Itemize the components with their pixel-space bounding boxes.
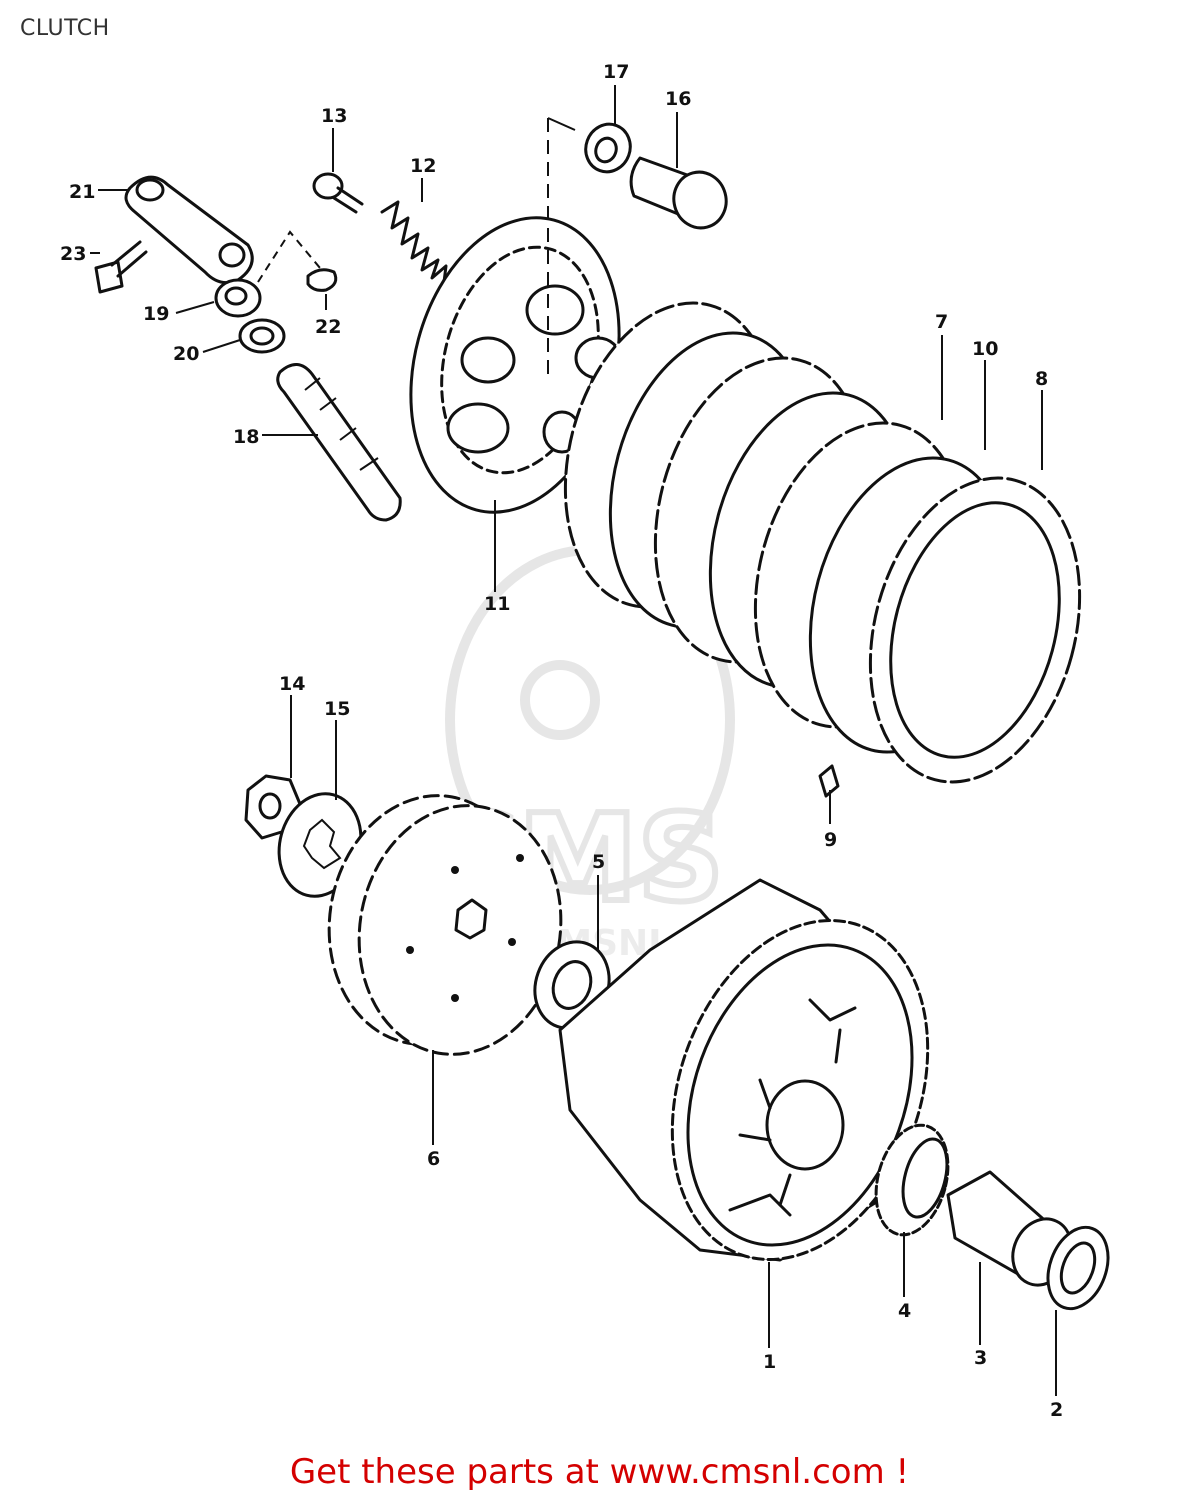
footer-link[interactable]: Get these parts at www.cmsnl.com ! (289, 1452, 910, 1492)
part-16-push-piece[interactable] (629, 156, 732, 234)
part-12-spring[interactable] (380, 200, 460, 284)
label-6: 6 (427, 1148, 440, 1170)
label-10: 10 (972, 338, 998, 360)
label-15: 15 (324, 698, 350, 720)
callout-labels: 17 16 13 12 21 23 22 19 20 18 11 7 10 8 … (60, 61, 1063, 1421)
label-2: 2 (1050, 1399, 1063, 1421)
part-21-release-lever[interactable] (124, 175, 254, 285)
label-11: 11 (484, 593, 510, 615)
label-20: 20 (173, 343, 199, 365)
label-8: 8 (1035, 368, 1048, 390)
part-20-oil-seal[interactable] (238, 318, 286, 354)
page-title: CLUTCH (20, 16, 110, 41)
part-18-release-screw[interactable] (276, 363, 402, 522)
leader-lines (90, 85, 1057, 1396)
label-21: 21 (69, 181, 95, 203)
label-3: 3 (974, 1347, 987, 1369)
part-4-drive-gear[interactable] (865, 1117, 960, 1243)
part-19-washer[interactable] (214, 278, 262, 318)
part-22-clip[interactable] (257, 230, 338, 292)
label-4: 4 (898, 1300, 911, 1322)
label-12: 12 (410, 155, 436, 177)
label-5: 5 (592, 851, 605, 873)
part-2-washer[interactable] (1037, 1219, 1118, 1317)
label-18: 18 (233, 426, 259, 448)
label-1: 1 (763, 1351, 776, 1373)
label-19: 19 (143, 303, 169, 325)
part-17-washer[interactable] (579, 118, 637, 178)
label-23: 23 (60, 243, 86, 265)
part-1-clutch-housing[interactable] (558, 878, 973, 1295)
label-16: 16 (665, 88, 691, 110)
part-13-bolt[interactable] (312, 172, 364, 214)
label-7: 7 (935, 311, 948, 333)
label-17: 17 (603, 61, 629, 83)
part-6-clutch-hub[interactable] (310, 780, 580, 1071)
parts-7-8-10-clutch-plates[interactable] (533, 279, 1111, 805)
label-22: 22 (315, 316, 341, 338)
label-9: 9 (824, 829, 837, 851)
label-14: 14 (279, 673, 305, 695)
part-23-bolt[interactable] (94, 240, 148, 294)
part-9-key[interactable] (818, 764, 840, 798)
label-13: 13 (321, 105, 347, 127)
